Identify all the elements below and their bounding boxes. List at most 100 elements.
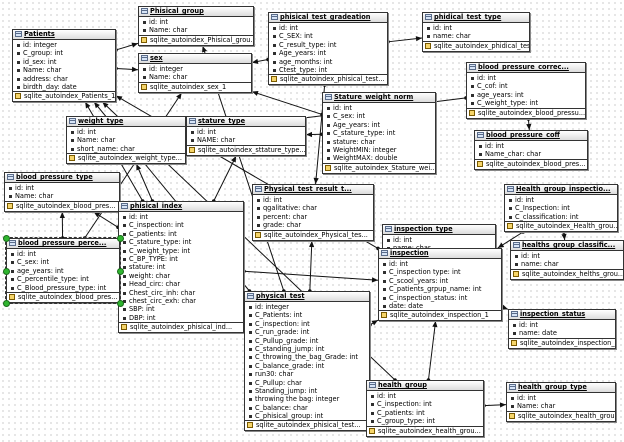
field-row[interactable]: C_weight_type: int	[467, 99, 585, 107]
relation-line[interactable]	[213, 155, 237, 202]
table-index[interactable]: sqlite_autoindex_phisical_test...	[245, 420, 369, 430]
table-header[interactable]: sex	[139, 54, 251, 64]
field-row[interactable]: Age_years: int	[323, 121, 435, 129]
field-row[interactable]: C_Blood_pressure_type: int	[7, 284, 119, 292]
field-row[interactable]: id: int	[367, 392, 483, 400]
field-row[interactable]: id: int	[119, 213, 243, 221]
field-row[interactable]: NAME: char	[187, 136, 305, 144]
table-header[interactable]: phisical_test_gradeation	[269, 13, 387, 23]
table-index[interactable]: sqlite_autoindex_health_grou...	[507, 410, 615, 421]
field-row[interactable]: percent: char	[253, 213, 373, 221]
table-header[interactable]: Patients	[13, 30, 115, 40]
table-header[interactable]: blood_pressure_type	[5, 173, 119, 183]
field-row[interactable]: age_years: int	[467, 91, 585, 99]
field-row[interactable]: C_Pullup_grade: int	[245, 337, 369, 345]
field-row[interactable]: C_cof: int	[467, 82, 585, 90]
field-row[interactable]: C_BP_TYPE: int	[119, 255, 243, 263]
field-row[interactable]: C_inspection: int	[245, 320, 369, 328]
field-row[interactable]: id: integer	[245, 303, 369, 311]
selection-handle[interactable]	[3, 300, 10, 307]
table-header[interactable]: weight_type	[67, 117, 185, 127]
field-row[interactable]: birdth_day: date	[13, 83, 115, 91]
field-row[interactable]: name: char	[511, 260, 623, 268]
field-row[interactable]: id: int	[67, 128, 185, 136]
field-row[interactable]: C_SEX: int	[269, 32, 387, 40]
table-header[interactable]: Physical_test_result_t...	[253, 185, 373, 195]
table-index[interactable]: sqlite_autoindex_phisical_test...	[269, 74, 387, 84]
selection-handle[interactable]	[117, 235, 124, 242]
field-row[interactable]: C_sex: int	[7, 258, 119, 266]
table-index[interactable]: sqlite_autoindex_blood_pres...	[5, 200, 119, 211]
field-row[interactable]: C_inspection: int	[119, 221, 243, 229]
field-row[interactable]: id: integer	[13, 41, 115, 49]
field-row[interactable]: C_group: int	[13, 49, 115, 57]
table-index[interactable]: sqlite_autoindex_sttature_type...	[187, 144, 305, 155]
field-row[interactable]: id_sex: int	[13, 58, 115, 66]
field-row[interactable]: Age_years: int	[269, 49, 387, 57]
field-row[interactable]: C_inspection type: int	[379, 268, 501, 276]
field-row[interactable]: C_balance_grade: int	[245, 362, 369, 370]
table-index[interactable]: sqlite_autoindex_phidical_test_...	[423, 40, 529, 51]
field-row[interactable]: WeightMIN: integer	[323, 146, 435, 154]
field-row[interactable]: Ctest_type: int	[269, 66, 387, 74]
field-row[interactable]: C_classification: int	[505, 213, 617, 221]
table-index[interactable]: sqlite_autoindex_blood_pressu...	[467, 107, 585, 118]
relation-line[interactable]	[251, 91, 323, 115]
field-row[interactable]: C_weight_type: int	[119, 247, 243, 255]
field-row[interactable]: id: int	[253, 196, 373, 204]
field-row[interactable]: id: int	[187, 128, 305, 136]
field-row[interactable]: C_patients_grpup_name: int	[379, 285, 501, 293]
field-row[interactable]: C_Pullup: char	[245, 379, 369, 387]
field-row[interactable]: id: integer	[139, 65, 251, 73]
field-row[interactable]: C_inspection_status: int	[379, 294, 501, 302]
field-row[interactable]: Name: char	[13, 66, 115, 74]
relation-line[interactable]	[427, 320, 437, 381]
selection-handle[interactable]	[3, 267, 10, 275]
field-row[interactable]: id: int	[509, 321, 615, 329]
table-header[interactable]: health_group_type	[507, 383, 615, 393]
table-header[interactable]: inspection_status	[509, 310, 615, 320]
field-row[interactable]: Name_char: char	[475, 150, 587, 158]
field-row[interactable]: id: int	[5, 184, 119, 192]
field-row[interactable]: id: int	[475, 142, 587, 150]
field-row[interactable]: C_patients: int	[119, 230, 243, 238]
table-header[interactable]: blood_pressure_perce...	[7, 239, 119, 249]
field-row[interactable]: Head_circ: char	[119, 280, 243, 288]
field-row[interactable]: id: int	[467, 74, 585, 82]
field-row[interactable]: grade: char	[253, 221, 373, 229]
field-row[interactable]: name: date	[509, 329, 615, 337]
field-row[interactable]: Name: char	[139, 73, 251, 81]
table-header[interactable]: physical_test	[245, 292, 369, 302]
field-row[interactable]: weight: char	[119, 272, 243, 280]
table-index[interactable]: sqlite_autoindex_helths_grou...	[511, 268, 623, 279]
field-row[interactable]: C_standing_jump: int	[245, 345, 369, 353]
relation-line[interactable]	[135, 163, 153, 202]
field-row[interactable]: C_Patients: int	[245, 311, 369, 319]
field-row[interactable]: age_months: int	[269, 58, 387, 66]
table-header[interactable]: healths_group_classific...	[511, 241, 623, 251]
table-index[interactable]: sqlite_autoindex_sex_1	[139, 81, 251, 92]
field-row[interactable]: date: date	[379, 302, 501, 310]
table-index[interactable]: sqlite_autoindex_inspection_1	[379, 310, 501, 320]
field-row[interactable]: id: int	[269, 24, 387, 32]
field-row[interactable]: address: char	[13, 75, 115, 83]
field-row[interactable]: id: int	[505, 196, 617, 204]
table-index[interactable]: sqlite_autoindex_Phisical_grou...	[139, 34, 253, 45]
table-index[interactable]: sqlite_autoindex_blood_pres...	[7, 291, 119, 302]
table-header[interactable]: inspection	[379, 249, 501, 259]
selection-handle[interactable]	[117, 267, 124, 275]
relation-line[interactable]	[243, 270, 379, 281]
field-row[interactable]: DBP: int	[119, 314, 243, 322]
field-row[interactable]: id: int	[383, 236, 495, 244]
